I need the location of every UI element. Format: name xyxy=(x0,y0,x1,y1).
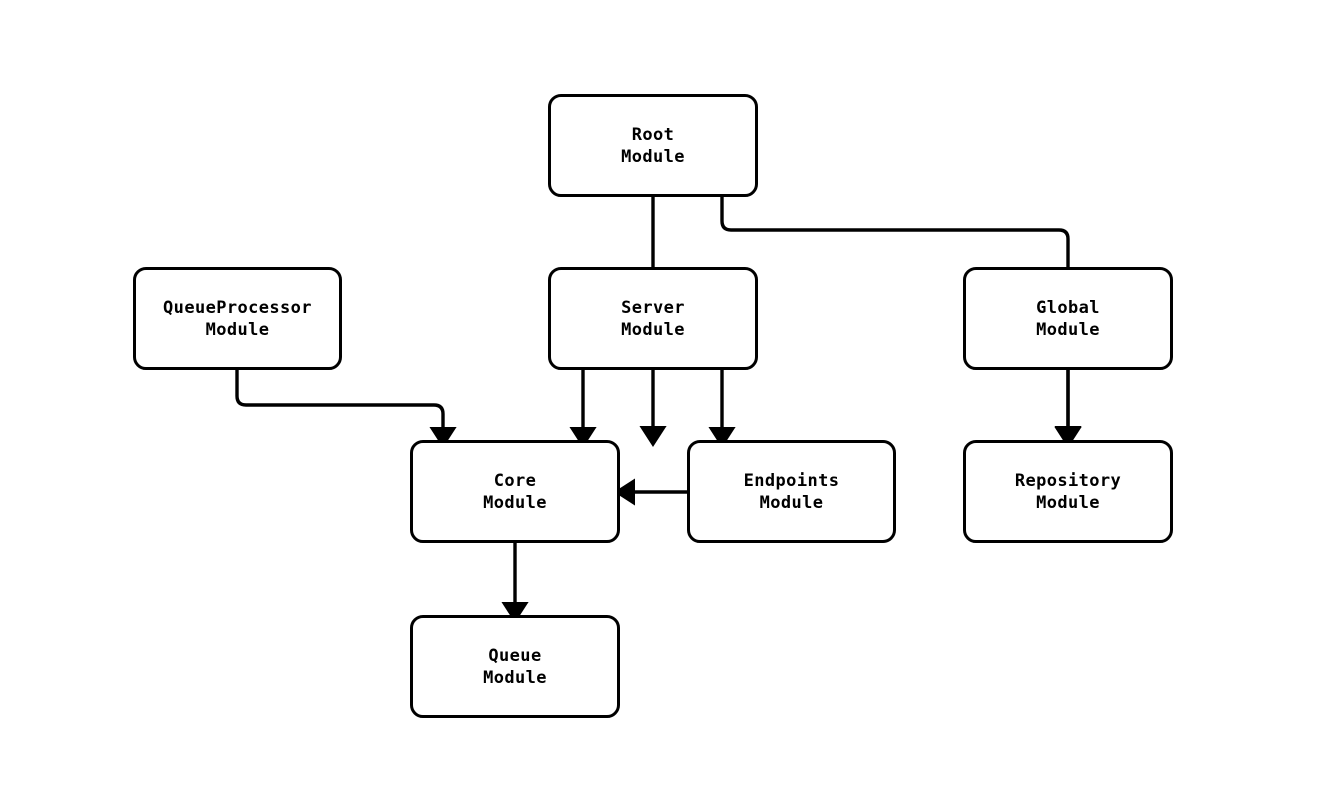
edge-queueprocessor-to-core xyxy=(235,370,457,448)
node-repository-module-line2: Module xyxy=(1036,492,1100,513)
node-endpoints-module[interactable]: Endpoints Module xyxy=(687,440,896,543)
node-queueprocessor-module-line1: QueueProcessor xyxy=(163,297,312,318)
node-endpoints-module-line2: Module xyxy=(759,492,824,513)
node-server-module-line1: Server xyxy=(621,297,685,318)
node-queueprocessor-module[interactable]: QueueProcessor Module xyxy=(133,267,342,370)
node-endpoints-module-line1: Endpoints xyxy=(743,470,840,491)
node-global-module-line2: Module xyxy=(1036,319,1100,340)
node-core-module-line2: Module xyxy=(483,492,547,513)
node-root-module[interactable]: Root Module xyxy=(548,94,758,197)
node-global-module-line1: Global xyxy=(1036,297,1100,318)
node-queue-module-line1: Queue xyxy=(488,645,542,666)
node-root-module-line2: Module xyxy=(621,146,685,167)
node-server-module[interactable]: Server Module xyxy=(548,267,758,370)
node-queueprocessor-module-line2: Module xyxy=(205,319,270,340)
node-repository-module[interactable]: Repository Module xyxy=(963,440,1173,543)
node-global-module[interactable]: Global Module xyxy=(963,267,1173,370)
node-root-module-line1: Root xyxy=(631,124,675,145)
node-core-module[interactable]: Core Module xyxy=(410,440,620,543)
node-repository-module-line1: Repository xyxy=(1014,470,1122,491)
node-core-module-line1: Core xyxy=(493,470,537,491)
node-queue-module[interactable]: Queue Module xyxy=(410,615,620,718)
node-server-module-line2: Module xyxy=(621,319,685,340)
node-queue-module-line2: Module xyxy=(483,667,547,688)
